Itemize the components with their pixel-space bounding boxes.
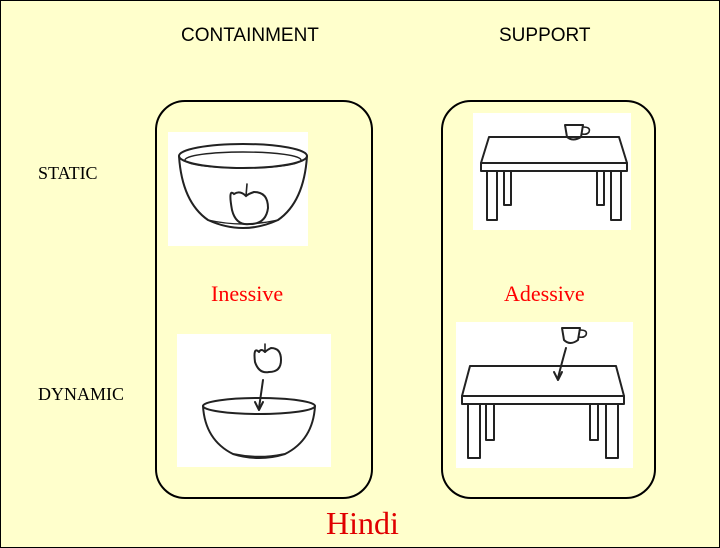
containment-group-box <box>155 100 373 499</box>
table-leg-icon <box>467 403 481 459</box>
apple-icon <box>253 347 282 374</box>
case-label-adessive: Adessive <box>504 281 585 306</box>
row-label-dynamic: DYNAMIC <box>38 384 125 404</box>
language-label: Hindi <box>326 505 399 541</box>
column-header-containment: CONTAINMENT <box>181 25 319 46</box>
table-leg-icon <box>486 170 498 221</box>
cup-icon <box>561 327 581 344</box>
table-top-icon <box>461 365 625 397</box>
apple-into-bowl-picture <box>177 334 331 467</box>
apple-in-bowl-picture <box>168 132 308 246</box>
cup-on-table-picture <box>473 113 631 230</box>
table-top-icon <box>480 136 628 164</box>
arrow-down-icon <box>258 379 264 409</box>
row-label-static: STATIC <box>38 163 98 183</box>
column-header-support: SUPPORT <box>499 25 591 46</box>
bowl-body-icon <box>178 155 308 229</box>
apple-icon <box>229 190 270 226</box>
bowl-body-icon <box>202 405 316 459</box>
cup-onto-table-picture <box>456 322 633 468</box>
arrow-down-icon <box>557 347 567 379</box>
case-label-inessive: Inessive <box>211 281 284 306</box>
support-group-box <box>441 100 656 499</box>
